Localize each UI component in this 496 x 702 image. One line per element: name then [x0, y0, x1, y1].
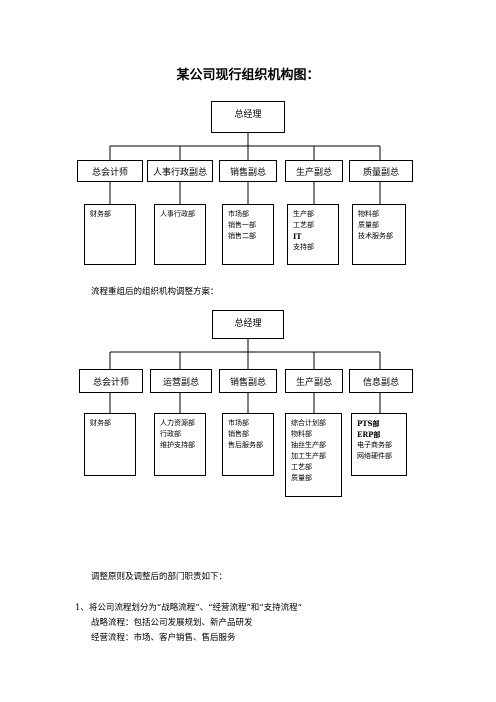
dept-item: 支持部 — [293, 243, 314, 251]
page-title: 某公司现行组织机构图： — [176, 68, 320, 83]
chart1-top-label: 总经理 — [234, 110, 262, 120]
chart2-dept-list: 综合计划部 物料部 抽丝生产部 加工生产部 工艺部 质量部 — [291, 418, 326, 484]
chart1-head-label: 人事行政副总 — [152, 168, 207, 178]
chart1-dept-list: 财务部 — [90, 209, 111, 220]
chart1-dept-list: 物料部 质量部 技术服务部 — [358, 209, 393, 242]
dept-item: 技术服务部 — [358, 232, 393, 240]
chart1-head-box: 总会计师 — [77, 160, 143, 182]
list-item-1-operations: 经营流程：市场、客户销售、售后服务 — [91, 633, 236, 643]
chart2-head-label: 销售副总 — [229, 378, 266, 388]
chart2-head-box: 运营副总 — [150, 369, 212, 393]
principles-heading: 调整原则及调整后的部门职责如下： — [91, 572, 228, 582]
chart2-head-label: 信息副总 — [362, 378, 399, 388]
dept-item: 工艺部 — [293, 221, 314, 229]
chart2-head-label: 总会计师 — [92, 378, 129, 388]
dept-item: 市场部 — [228, 419, 249, 427]
chart2-dept-box: 市场部 销售部 售后服务部 — [222, 413, 274, 476]
chart2-head-box: 总会计师 — [79, 369, 143, 393]
chart2-dept-box: PTS部 ERP部 电子商务部 网络硬件部 — [351, 413, 407, 476]
dept-item: 财务部 — [90, 210, 111, 218]
dept-item: 销售一部 — [228, 221, 256, 229]
chart1-head-box: 生产副总 — [285, 160, 343, 182]
chart1-head-label: 质量副总 — [362, 168, 399, 178]
dept-item: ERP部 — [357, 430, 381, 439]
chart1-head-label: 总会计师 — [91, 168, 128, 178]
chart2-head-label: 生产副总 — [295, 378, 332, 388]
chart1-dept-list: 市场部 销售一部 销售二部 — [228, 209, 256, 242]
dept-item: 物料部 — [358, 210, 379, 218]
chart2-head-box: 生产副总 — [285, 369, 343, 393]
dept-item: 行政部 — [160, 430, 181, 438]
chart2-dept-list: PTS部 ERP部 电子商务部 网络硬件部 — [357, 418, 392, 462]
dept-item: 维护支持部 — [160, 441, 195, 449]
chart1-head-box: 人事行政副总 — [147, 160, 213, 182]
chart2-dept-box: 综合计划部 物料部 抽丝生产部 加工生产部 工艺部 质量部 — [285, 413, 342, 497]
dept-item: 销售部 — [228, 430, 249, 438]
chart1-dept-box: 市场部 销售一部 销售二部 — [222, 204, 274, 265]
dept-item: 质量部 — [358, 221, 379, 229]
dept-item: 售后服务部 — [228, 441, 263, 449]
chart2-dept-list: 财务部 — [90, 418, 111, 429]
chart1-dept-box: 财务部 — [84, 204, 136, 265]
list-item-1-strategy: 战略流程：包括公司发展规划、新产品研发 — [91, 618, 253, 628]
dept-item: 物料部 — [291, 430, 312, 438]
chart1-dept-box: 物料部 质量部 技术服务部 — [352, 204, 406, 265]
chart2-top-label: 总经理 — [234, 319, 262, 329]
chart2-head-box: 信息副总 — [349, 369, 413, 393]
chart1-head-box: 销售副总 — [219, 160, 277, 182]
list-item-1: 1、将公司流程划分为“战略流程”、“经营流程”和“支持流程” — [75, 603, 302, 613]
chart2-head-box: 销售副总 — [219, 369, 277, 393]
dept-item: 综合计划部 — [291, 419, 326, 427]
chart1-head-label: 销售副总 — [229, 168, 266, 178]
dept-item: 电子商务部 — [357, 441, 392, 449]
chart1-dept-box: 人事行政部 — [154, 204, 206, 265]
chart1-head-box: 质量副总 — [349, 160, 413, 182]
dept-item: PTS部 — [357, 419, 380, 428]
dept-item: 人力资源部 — [160, 419, 195, 427]
dept-item: 加工生产部 — [291, 452, 326, 460]
dept-item: 生产部 — [293, 210, 314, 218]
dept-item: 销售二部 — [228, 232, 256, 240]
chart2-dept-box: 财务部 — [84, 413, 136, 476]
chart2-dept-list: 市场部 销售部 售后服务部 — [228, 418, 263, 451]
dept-item: 人事行政部 — [160, 210, 195, 218]
chart2-top-box: 总经理 — [212, 310, 284, 339]
dept-item: 网络硬件部 — [357, 452, 392, 460]
dept-item: 工艺部 — [291, 463, 312, 471]
chart1-dept-list: 生产部 工艺部 IT 支持部 — [293, 209, 314, 253]
dept-item: 财务部 — [90, 419, 111, 427]
dept-item: 市场部 — [228, 210, 249, 218]
caption-restructure: 流程重组后的组织机构调整方案： — [91, 287, 219, 297]
chart1-head-label: 生产副总 — [295, 168, 332, 178]
chart1-top-box: 总经理 — [211, 101, 285, 133]
chart1-dept-box: 生产部 工艺部 IT 支持部 — [287, 204, 339, 265]
dept-item: 抽丝生产部 — [291, 441, 326, 449]
chart2-dept-box: 人力资源部 行政部 维护支持部 — [154, 413, 206, 476]
chart2-dept-list: 人力资源部 行政部 维护支持部 — [160, 418, 195, 451]
chart1-dept-list: 人事行政部 — [160, 209, 195, 220]
dept-item: IT — [293, 232, 302, 241]
dept-item: 质量部 — [291, 474, 312, 482]
chart2-head-label: 运营副总 — [162, 378, 199, 388]
